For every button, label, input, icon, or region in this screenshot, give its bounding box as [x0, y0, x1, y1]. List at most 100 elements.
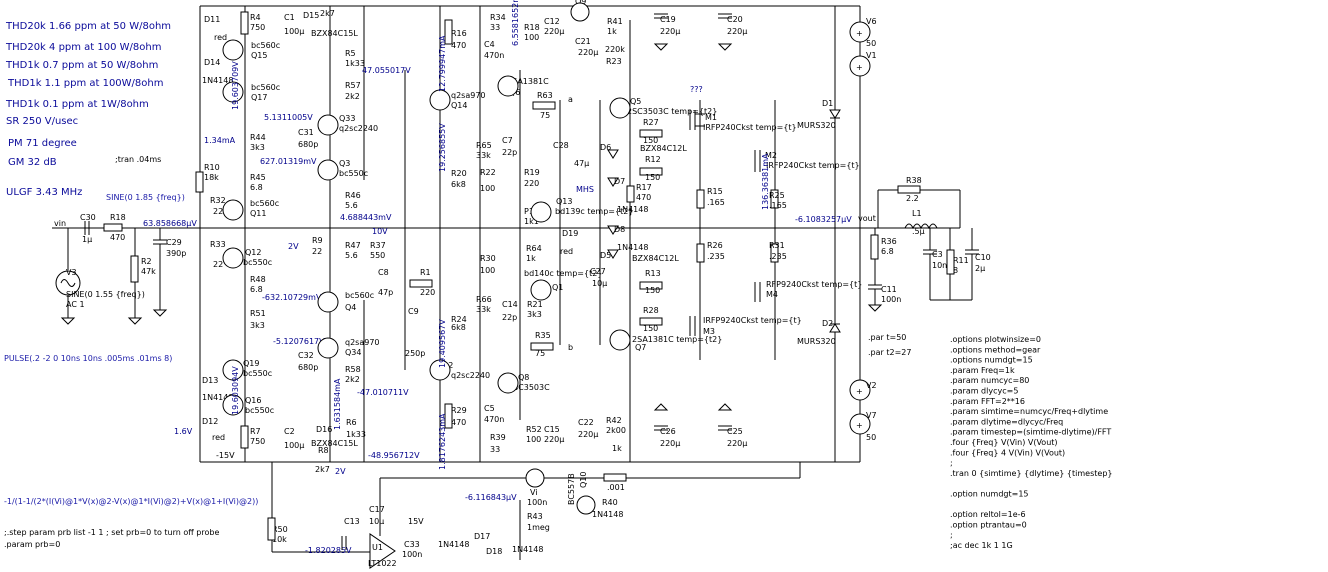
- svg-text:220: 220: [420, 288, 435, 297]
- svg-text:Q16: Q16: [245, 396, 261, 405]
- svg-text:3k3: 3k3: [527, 310, 542, 319]
- param-prb-directive: .param prb=0: [4, 540, 60, 549]
- svg-text:R22: R22: [480, 168, 496, 177]
- svg-text:Q15: Q15: [251, 51, 267, 60]
- svg-text:Q14: Q14: [451, 101, 467, 110]
- svg-text:150: 150: [643, 324, 658, 333]
- svg-text:2k2: 2k2: [345, 375, 360, 384]
- svg-text:+: +: [856, 29, 863, 38]
- svg-text:D7: D7: [614, 177, 625, 186]
- svg-text:b: b: [568, 343, 573, 352]
- svg-text:100n: 100n: [881, 295, 901, 304]
- svg-text:2.2: 2.2: [906, 194, 919, 203]
- net-neg-5-12v: -5.1207617V: [273, 337, 325, 346]
- svg-text:D8: D8: [614, 225, 625, 234]
- svg-text:R30: R30: [480, 254, 496, 263]
- svg-text:R16: R16: [451, 29, 467, 38]
- svg-text:18k: 18k: [204, 173, 219, 182]
- svg-text:2k2: 2k2: [345, 92, 360, 101]
- svg-text:100: 100: [480, 184, 495, 193]
- svg-text:680p: 680p: [298, 140, 318, 149]
- directive-line: .param timestep=(simtime-dlytime)/FFT: [950, 428, 1111, 437]
- net-vout: vout: [858, 214, 876, 223]
- svg-text:10µ: 10µ: [369, 517, 384, 526]
- label-mhs: MHS: [576, 185, 594, 194]
- svg-text:220: 220: [524, 179, 539, 188]
- spec-ulgf: ULGF 3.43 MHz: [6, 187, 82, 198]
- svg-text:100n: 100n: [402, 550, 422, 559]
- svg-text:bc550c: bc550c: [243, 258, 272, 267]
- svg-text:D19: D19: [562, 229, 578, 238]
- svg-text:MURS320: MURS320: [797, 337, 836, 346]
- svg-text:1k33: 1k33: [346, 430, 366, 439]
- spec-thd20k-100w: THD20k 4 ppm at 100 W/8ohm: [5, 42, 162, 53]
- svg-text:R37: R37: [370, 241, 386, 250]
- svg-text:150: 150: [645, 286, 660, 295]
- svg-text:R35: R35: [535, 331, 551, 340]
- svg-text:P1: P1: [524, 207, 534, 216]
- svg-text:R6: R6: [346, 418, 357, 427]
- svg-text:R48: R48: [250, 275, 266, 284]
- directive-line: .options method=gear: [950, 345, 1041, 354]
- svg-text:R58: R58: [345, 365, 361, 374]
- vlabel-1-63ma: 1.631584mA: [333, 378, 342, 430]
- svg-text:1N4148: 1N4148: [617, 205, 648, 214]
- svg-text:C13: C13: [344, 517, 360, 526]
- net-1-34ma: 1.34mA: [204, 136, 236, 145]
- svg-text:R33: R33: [210, 240, 226, 249]
- svg-text:R57: R57: [345, 81, 361, 90]
- svg-text:C19: C19: [660, 15, 676, 24]
- svg-text:1µ: 1µ: [82, 235, 92, 244]
- svg-text:R64: R64: [526, 244, 542, 253]
- net-neg-632mv: -632.10729mV: [262, 293, 322, 302]
- vi-ac-text: 100n: [527, 498, 547, 507]
- spec-phase-margin: PM 71 degree: [8, 138, 77, 149]
- svg-text:47µ: 47µ: [574, 159, 589, 168]
- svg-text:C1: C1: [284, 13, 295, 22]
- svg-text:R1: R1: [420, 268, 431, 277]
- svg-text:390p: 390p: [166, 249, 186, 258]
- net-10v: 10V: [372, 227, 388, 236]
- vlabel-19-25v: 19.256855V: [438, 123, 447, 172]
- svg-text:5.6: 5.6: [345, 201, 358, 210]
- directive-line: .four {Freq} V(Vin) V(Vout): [950, 438, 1058, 447]
- par-t2: .par t2=27: [868, 348, 911, 357]
- svg-text:2k7: 2k7: [315, 465, 330, 474]
- svg-text:22p: 22p: [502, 148, 517, 157]
- svg-text:470: 470: [451, 418, 466, 427]
- svg-text:3k3: 3k3: [250, 321, 265, 330]
- svg-text:bd139c temp={t2}: bd139c temp={t2}: [555, 207, 633, 216]
- svg-text:C30: C30: [80, 213, 96, 222]
- svg-text:R19: R19: [524, 168, 540, 177]
- svg-text:MURS320: MURS320: [797, 121, 836, 130]
- svg-text:33: 33: [490, 445, 500, 454]
- svg-text:1k33: 1k33: [345, 59, 365, 68]
- svg-text:2SA1381C: 2SA1381C: [507, 77, 549, 86]
- svg-text:220µ: 220µ: [544, 27, 564, 36]
- svg-text:C25: C25: [727, 427, 743, 436]
- svg-text:R20: R20: [451, 169, 467, 178]
- svg-text:C22: C22: [578, 418, 594, 427]
- svg-text:10k: 10k: [272, 535, 287, 544]
- svg-text:6.8: 6.8: [250, 285, 263, 294]
- svg-text:C32: C32: [298, 351, 314, 360]
- q7-transistor: 2SA1381C temp={t2}Q7: [621, 332, 722, 352]
- svg-text:R50: R50: [272, 525, 288, 534]
- svg-text:470: 470: [451, 41, 466, 50]
- svg-text:.5µ: .5µ: [912, 227, 925, 236]
- svg-text:Q3: Q3: [339, 159, 350, 168]
- svg-text:6.8: 6.8: [250, 183, 263, 192]
- svg-text:R52: R52: [526, 425, 542, 434]
- svg-text:R45: R45: [250, 173, 266, 182]
- svg-text:bc550c: bc550c: [245, 406, 274, 415]
- svg-text:q2sa970: q2sa970: [451, 91, 486, 100]
- svg-text:10n: 10n: [932, 261, 947, 270]
- directive-line: .param dlytime=dlycyc/Freq: [950, 417, 1063, 426]
- spec-thd20k-50w: THD20k 1.66 ppm at 50 W/8ohm: [5, 21, 171, 32]
- svg-text:R38: R38: [906, 176, 922, 185]
- directive-line: .param dlycyc=5: [950, 387, 1018, 396]
- svg-text:1N4148: 1N4148: [202, 393, 233, 402]
- svg-text:R27: R27: [643, 118, 659, 127]
- directive-line: .options plotwinsize=0: [950, 335, 1041, 344]
